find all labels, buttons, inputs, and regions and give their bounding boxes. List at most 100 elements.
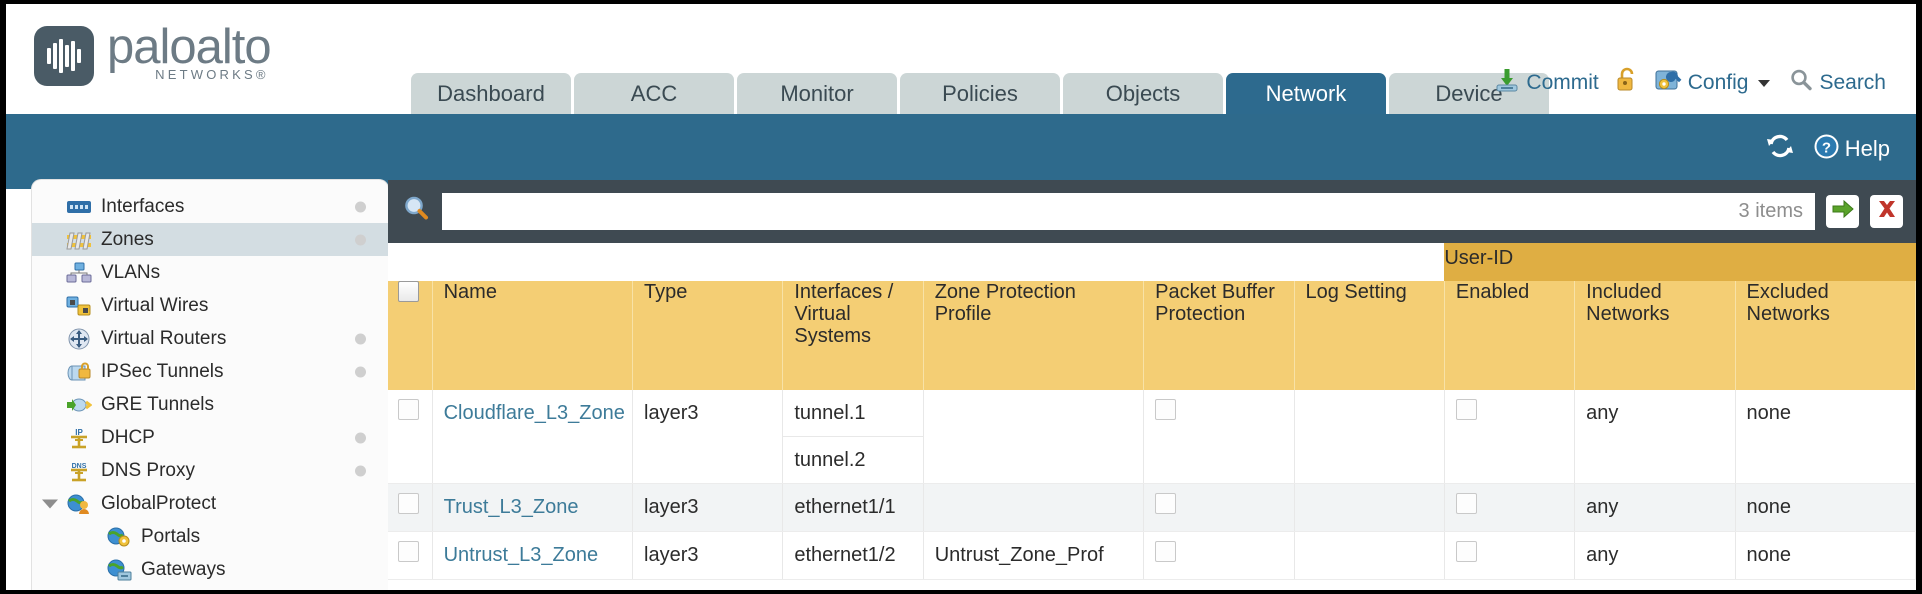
unlock-icon: [1616, 67, 1638, 99]
column-header-name[interactable]: Name: [432, 281, 634, 390]
virtual-routers-icon: [66, 328, 92, 350]
brand-name: paloalto: [107, 20, 272, 74]
cell-user-id-enabled: [1444, 483, 1576, 532]
lock-button[interactable]: [1616, 67, 1638, 99]
sidebar-item-label: Virtual Wires: [101, 294, 209, 316]
config-label: Config: [1687, 71, 1749, 94]
sidebar-item-label: GRE Tunnels: [101, 393, 214, 415]
packet-buffer-protection-checkbox[interactable]: [1155, 493, 1177, 514]
refresh-icon[interactable]: [1765, 132, 1795, 165]
paloalto-logo[interactable]: paloalto NETWORKS®: [34, 22, 272, 86]
config-menu[interactable]: Config: [1655, 67, 1773, 99]
row-select-checkbox[interactable]: [398, 541, 419, 562]
dns-proxy-icon: DNS: [66, 460, 92, 482]
column-header-zone-protection-profile[interactable]: Zone Protection Profile: [923, 281, 1145, 390]
user-id-enabled-checkbox[interactable]: [1455, 493, 1477, 514]
row-select-cell: [388, 483, 433, 532]
sidebar-item-gateways[interactable]: Gateways: [32, 553, 388, 586]
cell-zone-protection-profile: [923, 483, 1145, 532]
tab-device[interactable]: Device: [1389, 73, 1549, 114]
sidebar-item-virtual-wires[interactable]: Virtual Wires: [32, 289, 388, 322]
search-magnifier-icon[interactable]: [402, 194, 432, 229]
gre-tunnels-icon: [66, 394, 93, 416]
sidebar-item-vlans[interactable]: VLANs: [32, 256, 388, 289]
sidebar-item-zones[interactable]: Zones: [32, 223, 388, 256]
cell-excluded-networks: none: [1735, 483, 1916, 532]
tab-network[interactable]: Network: [1226, 73, 1386, 114]
ipsec-tunnels-icon: [66, 361, 92, 383]
column-header-included-networks[interactable]: Included Networks: [1574, 281, 1736, 390]
help-circle-icon: ?: [1813, 133, 1840, 165]
group-header-spacer: [388, 243, 1445, 281]
top-actions: Commit: [1477, 64, 1886, 102]
sidebar-item-portals[interactable]: Portals: [32, 520, 388, 553]
cell-user-id-enabled: [1444, 531, 1576, 580]
commit-button[interactable]: Commit: [1494, 67, 1599, 99]
sidebar-item-status-dot: [355, 234, 366, 245]
packet-buffer-protection-checkbox[interactable]: [1155, 541, 1177, 562]
sidebar-item-globalprotect[interactable]: GlobalProtect: [32, 487, 388, 520]
zone-name-link[interactable]: Trust_L3_Zone: [443, 496, 579, 518]
zone-name-link[interactable]: Untrust_L3_Zone: [443, 544, 599, 566]
tab-monitor[interactable]: Monitor: [737, 73, 897, 114]
sidebar-item-dns-proxy[interactable]: DNS DNS Proxy: [32, 454, 388, 487]
column-header-excluded-networks[interactable]: Excluded Networks: [1735, 281, 1916, 390]
sidebar-item-status-dot: [355, 201, 366, 212]
red-x-clear-icon: [1875, 198, 1899, 225]
interface-entry: ethernet1/1: [794, 496, 896, 518]
sidebar-item-ipsec-tunnels[interactable]: IPSec Tunnels: [32, 355, 388, 388]
group-header-user-id: User-ID: [1444, 243, 1916, 281]
help-button[interactable]: ? Help: [1813, 133, 1890, 165]
sidebar-item-label: DNS Proxy: [101, 459, 195, 481]
row-select-checkbox[interactable]: [398, 493, 419, 514]
search-label: Search: [1819, 71, 1886, 94]
sidebar-item-interfaces[interactable]: Interfaces: [32, 190, 388, 223]
virtual-wires-icon: [66, 295, 92, 317]
column-header-log-setting[interactable]: Log Setting: [1294, 281, 1445, 390]
brand-tagline: NETWORKS®: [155, 67, 269, 82]
sidebar-item-label: Gateways: [141, 558, 226, 580]
cell-log-setting: [1294, 483, 1445, 532]
cell-zone-protection-profile: [923, 390, 1145, 484]
sidebar-item-gre-tunnels[interactable]: GRE Tunnels: [32, 388, 388, 421]
packet-buffer-protection-checkbox[interactable]: [1155, 399, 1177, 420]
column-header-packet-buffer-protection[interactable]: Packet Buffer Protection: [1143, 281, 1295, 390]
cell-interfaces: ethernet1/2: [782, 531, 924, 580]
tab-label: Network: [1265, 80, 1347, 106]
tab-policies[interactable]: Policies: [900, 73, 1060, 114]
column-header-enabled[interactable]: Enabled: [1444, 281, 1576, 390]
search-button[interactable]: Search: [1789, 68, 1886, 98]
column-header-type[interactable]: Type: [632, 281, 784, 390]
sidebar-item-label: Zones: [101, 228, 154, 250]
sidebar-item-label: DHCP: [101, 426, 155, 448]
tab-acc[interactable]: ACC: [574, 73, 734, 114]
vlans-icon: [66, 262, 92, 284]
paloalto-logo-mark: [34, 26, 94, 86]
svg-text:IP: IP: [75, 428, 83, 437]
sidebar-item-status-dot: [355, 333, 366, 344]
tab-dashboard[interactable]: Dashboard: [411, 73, 571, 114]
clear-filter-button[interactable]: [1870, 195, 1903, 228]
context-banner: ? Help: [6, 114, 1916, 189]
column-header-interfaces-virtual-systems[interactable]: Interfaces / Virtual Systems: [782, 281, 924, 390]
zone-name-link[interactable]: Cloudflare_L3_Zone: [443, 402, 625, 424]
search-input[interactable]: 3 items: [442, 193, 1815, 230]
cell-packet-buffer-protection: [1143, 531, 1295, 580]
cell-type: layer3: [632, 390, 784, 484]
row-select-checkbox[interactable]: [398, 399, 419, 420]
sidebar-item-dhcp[interactable]: IP DHCP: [32, 421, 388, 454]
svg-text:DNS: DNS: [72, 463, 87, 470]
expand-collapse-triangle-icon[interactable]: [42, 499, 58, 508]
cell-type: layer3: [632, 483, 784, 532]
user-id-enabled-checkbox[interactable]: [1455, 399, 1477, 420]
tab-objects[interactable]: Objects: [1063, 73, 1223, 114]
select-all-checkbox[interactable]: [398, 281, 419, 302]
user-id-enabled-checkbox[interactable]: [1455, 541, 1477, 562]
portals-icon: [106, 526, 132, 548]
apply-filter-button[interactable]: [1826, 195, 1859, 228]
sidebar-item-virtual-routers[interactable]: Virtual Routers: [32, 322, 388, 355]
